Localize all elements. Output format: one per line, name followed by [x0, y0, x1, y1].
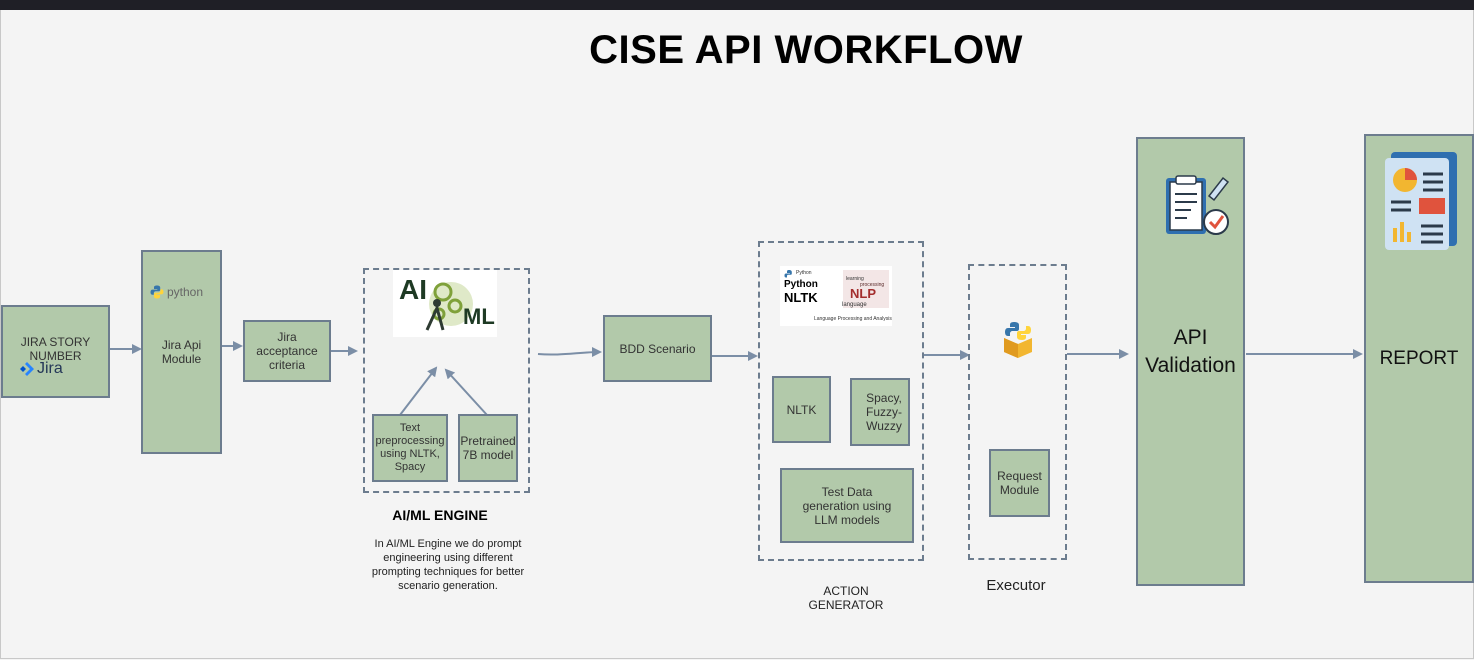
nltk-nlp-icon: NLP learning processing language Python …	[780, 266, 892, 326]
api-validation-label-1: API	[1173, 325, 1208, 349]
jira-acceptance-label: Jira acceptance criteria	[256, 330, 318, 372]
nltk-logo-caption: Language Processing and Analysis	[814, 316, 892, 322]
arrow-aiml-to-bdd	[537, 347, 602, 358]
ai-ml-icon: AI ML	[393, 270, 497, 337]
text-preprocessing-node: Text preprocessing using NLTK, Spacy	[372, 414, 448, 482]
ml-logo-text: ML	[463, 304, 495, 329]
spacy-fuzzywuzzy-label: Spacy, Fuzzy-Wuzzy	[866, 391, 902, 433]
jira-api-module-node: Jira Api Module	[141, 250, 222, 454]
ai-logo-text: AI	[399, 274, 427, 305]
request-module-node: Request Module	[989, 449, 1050, 517]
svg-text:processing: processing	[860, 282, 884, 288]
nltk-logo-python-word: Python	[784, 279, 818, 290]
window-top-bar	[0, 0, 1474, 10]
nltk-logo-word: NLTK	[784, 290, 818, 305]
aiml-engine-group	[363, 268, 530, 493]
jira-story-label-1: JIRA STORY	[20, 334, 91, 349]
arrow-textpre-to-logo	[399, 366, 438, 416]
report-dashboard-icon	[1383, 152, 1459, 252]
action-generator-label: ACTION GENERATOR	[808, 584, 884, 612]
nltk-label: NLTK	[786, 402, 817, 417]
clipboard-check-icon	[1163, 170, 1233, 238]
executor-label: Executor	[986, 577, 1046, 594]
page-title: CISE API WORKFLOW	[589, 28, 1023, 72]
action-generator-group	[758, 241, 924, 561]
arrow-pretrained-to-logo	[444, 368, 488, 416]
nlp-logo-text: NLP	[850, 286, 876, 301]
jira-api-module-label: Jira Api Module	[161, 338, 202, 366]
aiml-engine-description: In AI/ML Engine we do prompt engineering…	[371, 538, 525, 592]
jira-logo: Jira	[19, 361, 63, 377]
svg-text:learning: learning	[846, 276, 864, 282]
request-module-label: Request Module	[997, 469, 1042, 497]
bdd-scenario-label: BDD Scenario	[619, 341, 696, 356]
executor-group	[968, 264, 1067, 560]
text-preprocessing-label: Text preprocessing using NLTK, Spacy	[375, 422, 445, 473]
nltk-node: NLTK	[772, 376, 831, 443]
jira-icon	[20, 362, 34, 376]
api-validation-label-2: Validation	[1145, 353, 1236, 377]
svg-text:language: language	[842, 302, 867, 308]
jira-acceptance-criteria-node: Jira acceptance criteria	[243, 320, 331, 382]
jira-story-label-2: NUMBER	[29, 348, 82, 363]
aiml-engine-title: AI/ML ENGINE	[392, 507, 488, 523]
report-label: REPORT	[1379, 347, 1459, 369]
python-icon	[150, 285, 164, 299]
bdd-scenario-node: BDD Scenario	[603, 315, 712, 382]
jira-story-node: JIRA STORY NUMBER Jira	[1, 305, 110, 398]
pretrained-model-node: Pretrained 7B model	[458, 414, 518, 482]
python-logo: python	[150, 285, 203, 299]
spacy-fuzzywuzzy-node: Spacy, Fuzzy-Wuzzy	[850, 378, 910, 446]
pretrained-model-label: Pretrained 7B model	[460, 434, 516, 462]
test-data-generation-label: Test Data generation using LLM models	[802, 484, 892, 527]
python-package-icon	[998, 318, 1038, 360]
test-data-generation-node: Test Data generation using LLM models	[780, 468, 914, 543]
